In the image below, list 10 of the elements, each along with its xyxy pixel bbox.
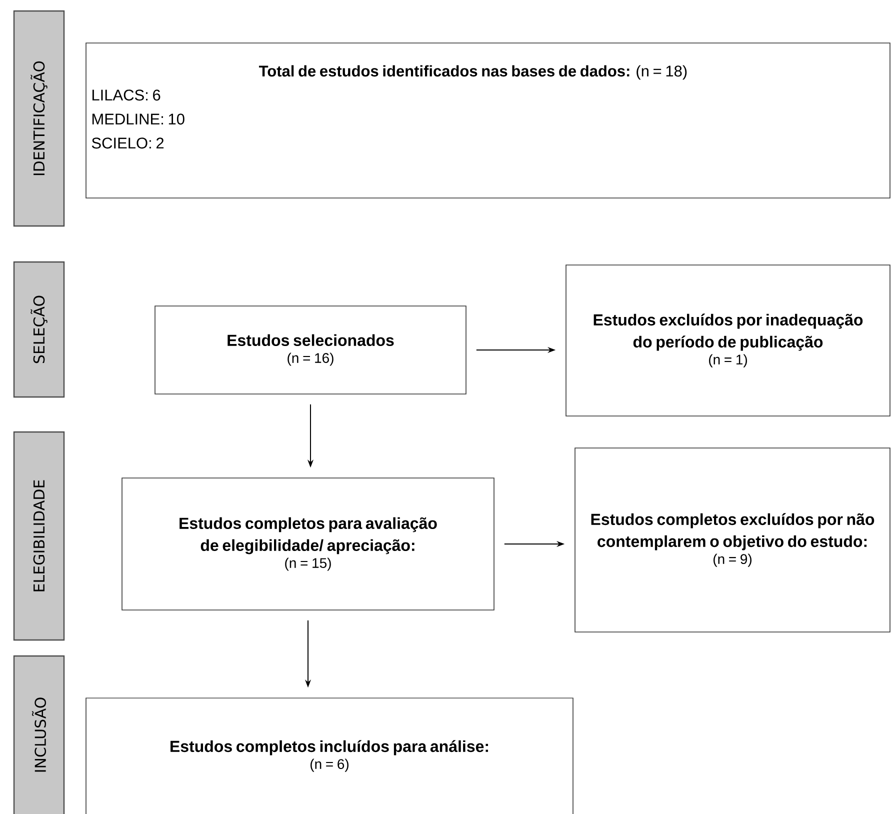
stage-band: ELEGIBILIDADE [13, 431, 65, 641]
stage-band: INCLUSÃO [13, 655, 65, 814]
stage-band: IDENTIFICAÇÃO [13, 10, 65, 227]
stage-band: SELEÇÃO [13, 261, 65, 398]
process-box: Estudos selecionados (n = 16) [154, 306, 466, 394]
process-box: Estudos completos para avaliação de elegibilidade/ apreciação: (n = 15) [122, 478, 494, 610]
process-box: Estudos completos incluídos para análise: (n = 6) [86, 698, 574, 814]
process-box: Estudos excluídos por inadequação do período de publicação (n = 1) [566, 264, 890, 416]
process-box: Estudos completos excluídos por não contemplarem o objetivo do estudo: (n = 9) [574, 448, 890, 632]
process-box: Total de estudos identificados nas bases de dados: (n = 18) LILACS: 6 MEDLINE: 10 SCIELO: 2 [86, 42, 890, 198]
